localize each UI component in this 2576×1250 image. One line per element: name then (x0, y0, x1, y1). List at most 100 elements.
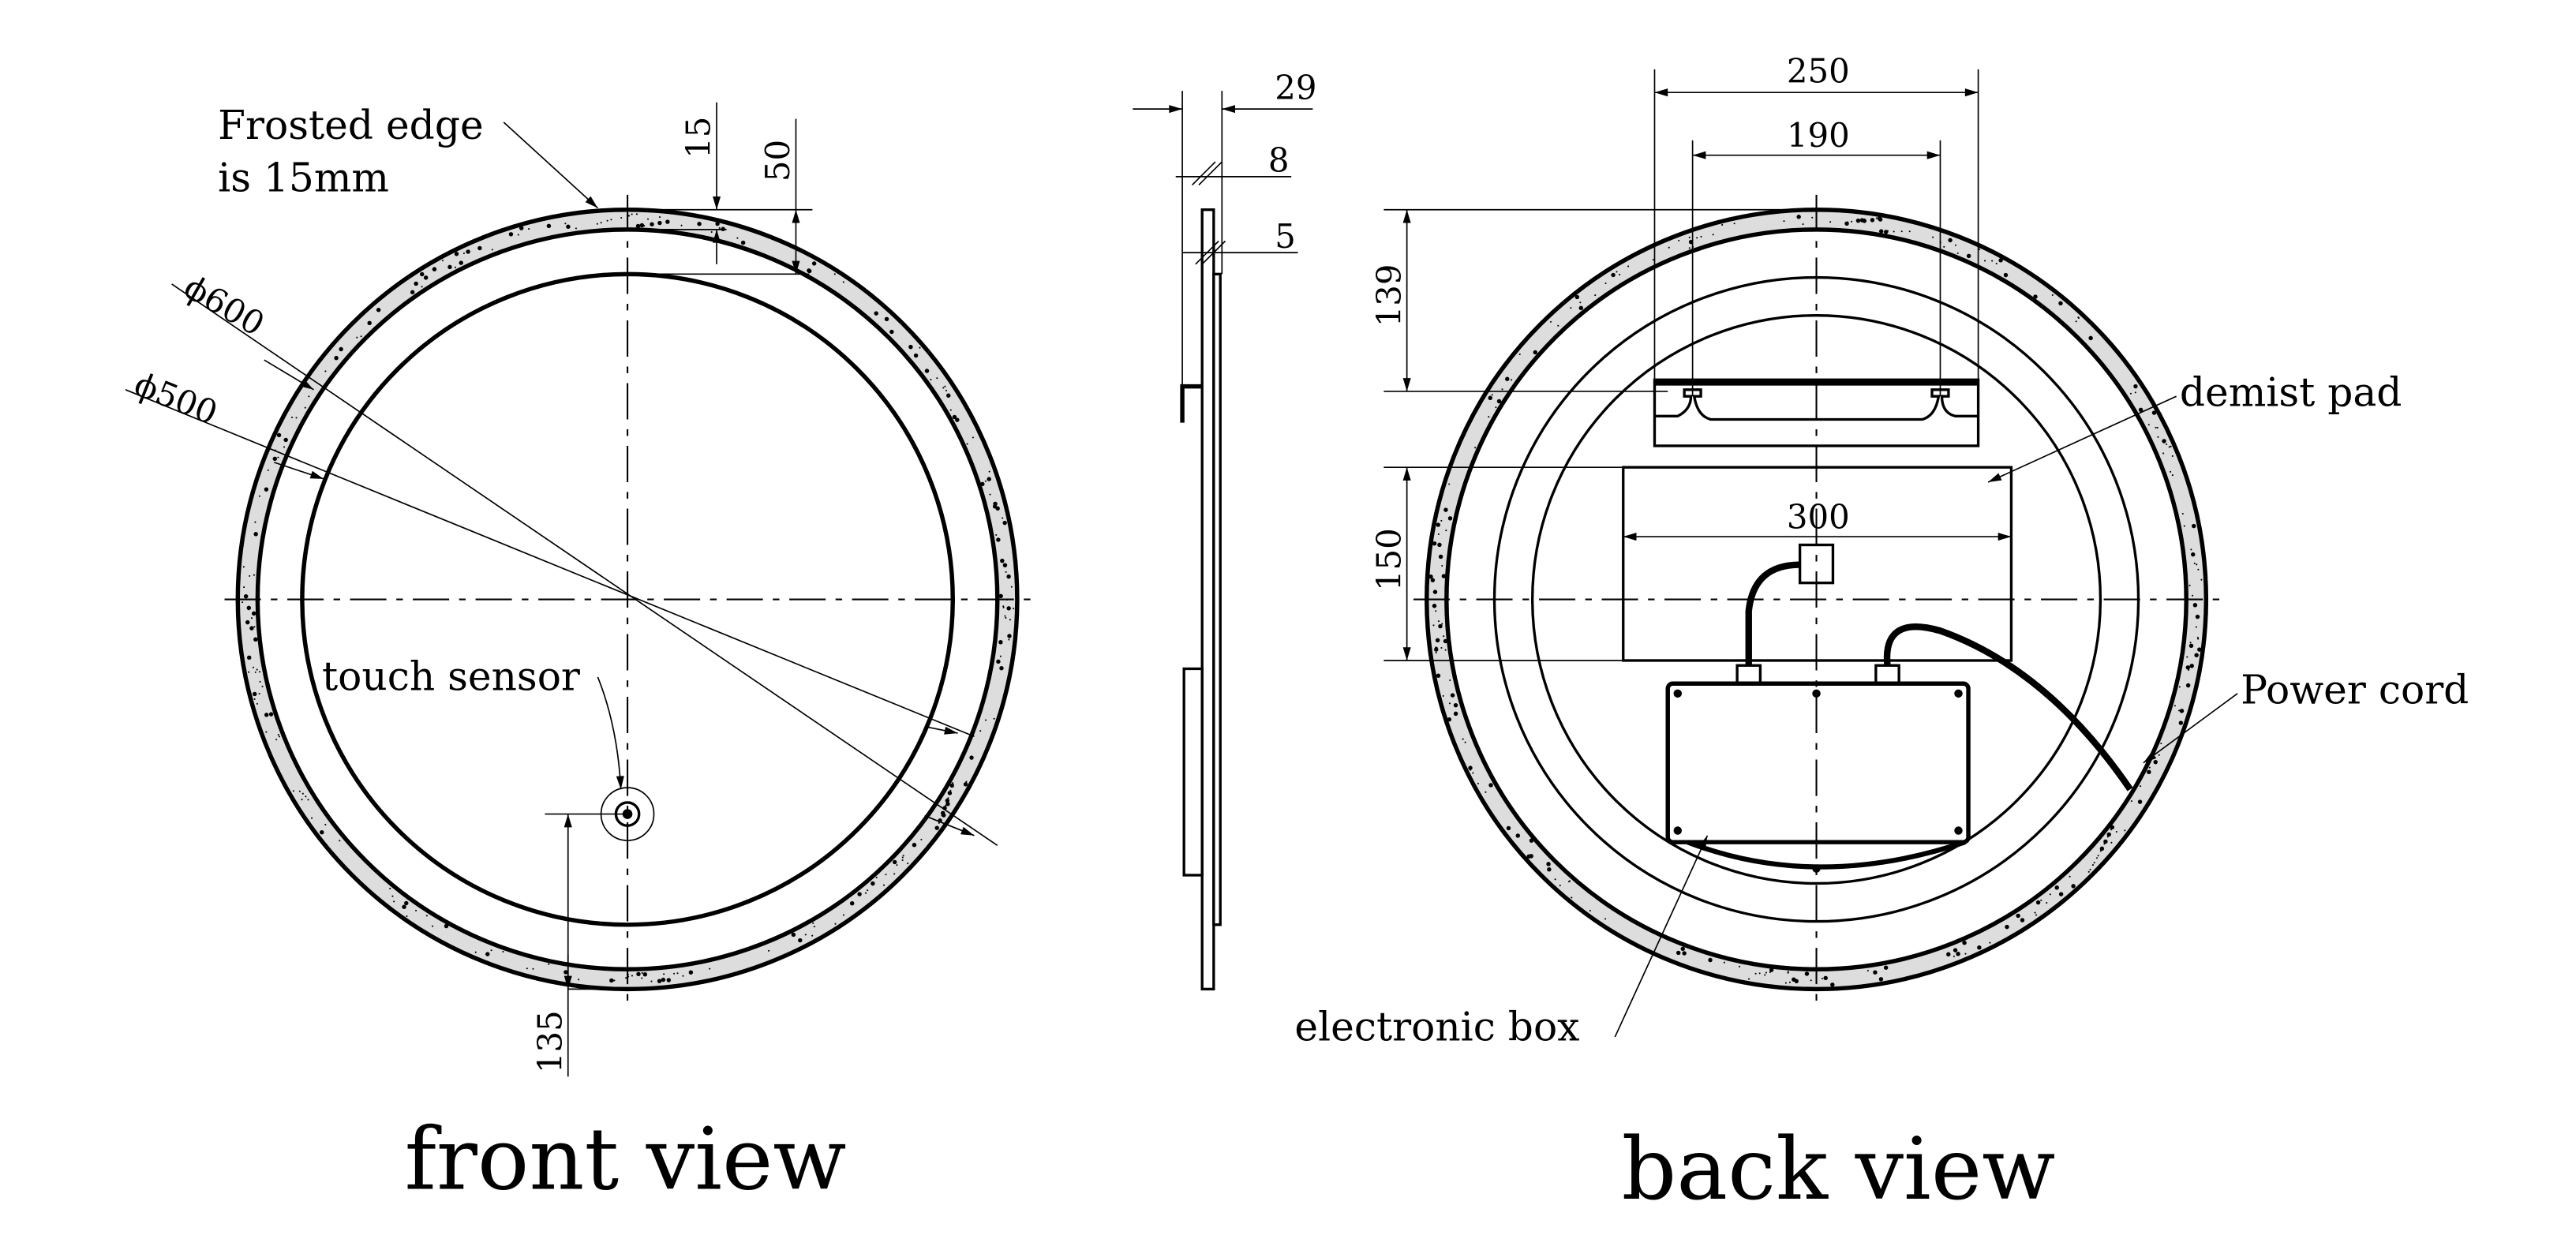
frost-speck (2087, 870, 2090, 873)
frost-speck (2197, 647, 2202, 652)
frost-speck (2187, 668, 2189, 670)
frost-speck (425, 915, 428, 917)
frost-speck (1006, 574, 1011, 579)
frost-speck (2077, 316, 2080, 319)
frost-speck (2088, 335, 2093, 341)
frost-speck (402, 904, 406, 909)
frost-speck (2171, 474, 2174, 477)
frost-speck (283, 437, 288, 443)
frost-speck (1571, 896, 1573, 899)
frost-speck (308, 395, 310, 398)
frost-speck (636, 971, 641, 977)
frost-speck (893, 873, 896, 875)
frost-speck (1953, 955, 1955, 957)
frost-speck (519, 226, 524, 230)
frost-speck (256, 668, 258, 671)
frost-speck (1995, 262, 1998, 265)
glass-panel (1200, 208, 1215, 991)
frost-speck (389, 888, 391, 890)
frost-speck (811, 261, 817, 266)
frost-speck (1002, 517, 1004, 519)
frost-speck (276, 432, 282, 438)
frost-speck (875, 876, 878, 878)
frost-speck (889, 329, 894, 335)
frost-speck (1547, 867, 1552, 872)
frost-speck (1445, 530, 1447, 532)
frost-speck (462, 252, 465, 255)
frost-speck (1956, 252, 1959, 254)
dim-diameter-500: ϕ500 (129, 365, 223, 432)
frost-speck (2106, 832, 2111, 837)
frost-speck (1435, 638, 1440, 643)
frost-speck (2171, 455, 2174, 457)
tick (1198, 161, 1222, 185)
frost-speck (1485, 791, 1487, 793)
frost-speck (1449, 679, 1451, 682)
frost-speck (1435, 651, 1437, 654)
frost-speck (892, 859, 897, 865)
frost-speck (1495, 406, 1497, 409)
frost-speck (1488, 783, 1493, 788)
frost-speck (307, 799, 309, 801)
frost-speck (490, 949, 492, 952)
frost-speck (1796, 215, 1801, 219)
frost-speck (2035, 914, 2038, 916)
frost-speck (256, 702, 258, 705)
frost-speck (1450, 693, 1455, 698)
frost-speck (1000, 558, 1005, 563)
frost-speck (673, 972, 676, 975)
frost-speck (1557, 324, 1559, 327)
frost-speck (249, 626, 254, 631)
frost-speck (1723, 961, 1725, 964)
frost-speck (566, 224, 571, 229)
frost-speck (253, 626, 256, 628)
d600-arrow (264, 359, 314, 391)
frost-speck (984, 480, 987, 482)
frost-speck (305, 795, 307, 798)
frost-speck (934, 825, 939, 830)
frost-speck (454, 266, 457, 268)
frost-speck (1436, 522, 1440, 527)
frost-speck (1883, 965, 1889, 970)
frost-speck (2046, 901, 2048, 904)
frost-speck (2183, 525, 2185, 527)
frosted-edge-label: Frosted edge (218, 102, 483, 148)
back-panel (1212, 272, 1222, 926)
power-cord-leader (2143, 693, 2238, 764)
frost-speck (949, 409, 952, 411)
frost-speck (1549, 320, 1552, 323)
frost-speck (924, 369, 930, 373)
frost-speck (1788, 981, 1791, 983)
frost-speck (901, 859, 904, 862)
frost-speck (421, 286, 423, 288)
frost-speck (1574, 294, 1580, 300)
frost-speck (564, 223, 567, 225)
frost-speck (946, 393, 951, 398)
frost-speck (304, 406, 306, 409)
frost-speck (252, 666, 255, 668)
frost-speck (1488, 416, 1490, 418)
frost-speck (609, 978, 614, 983)
frost-speck (1991, 260, 1994, 262)
frost-speck (1441, 574, 1447, 578)
frost-speck (955, 417, 960, 422)
frost-speck (265, 731, 268, 733)
demist-pad-label: demist pad (2180, 369, 2402, 416)
frost-speck (740, 240, 746, 245)
frost-speck (1518, 354, 1521, 356)
frost-speck (1005, 571, 1007, 573)
frost-speck (1700, 235, 1702, 238)
frost-speck (998, 593, 1003, 599)
frost-speck (414, 281, 418, 286)
frost-speck (2185, 683, 2191, 688)
frost-speck (1998, 258, 2003, 263)
back-view-title: back view (1622, 1119, 2056, 1219)
frosted-edge-label-2: is 15mm (218, 155, 389, 201)
frost-speck (979, 730, 982, 732)
frost-speck (264, 713, 269, 717)
frost-speck (992, 504, 998, 509)
frost-speck (993, 717, 995, 720)
frost-speck (334, 355, 339, 361)
frost-speck (874, 311, 878, 316)
